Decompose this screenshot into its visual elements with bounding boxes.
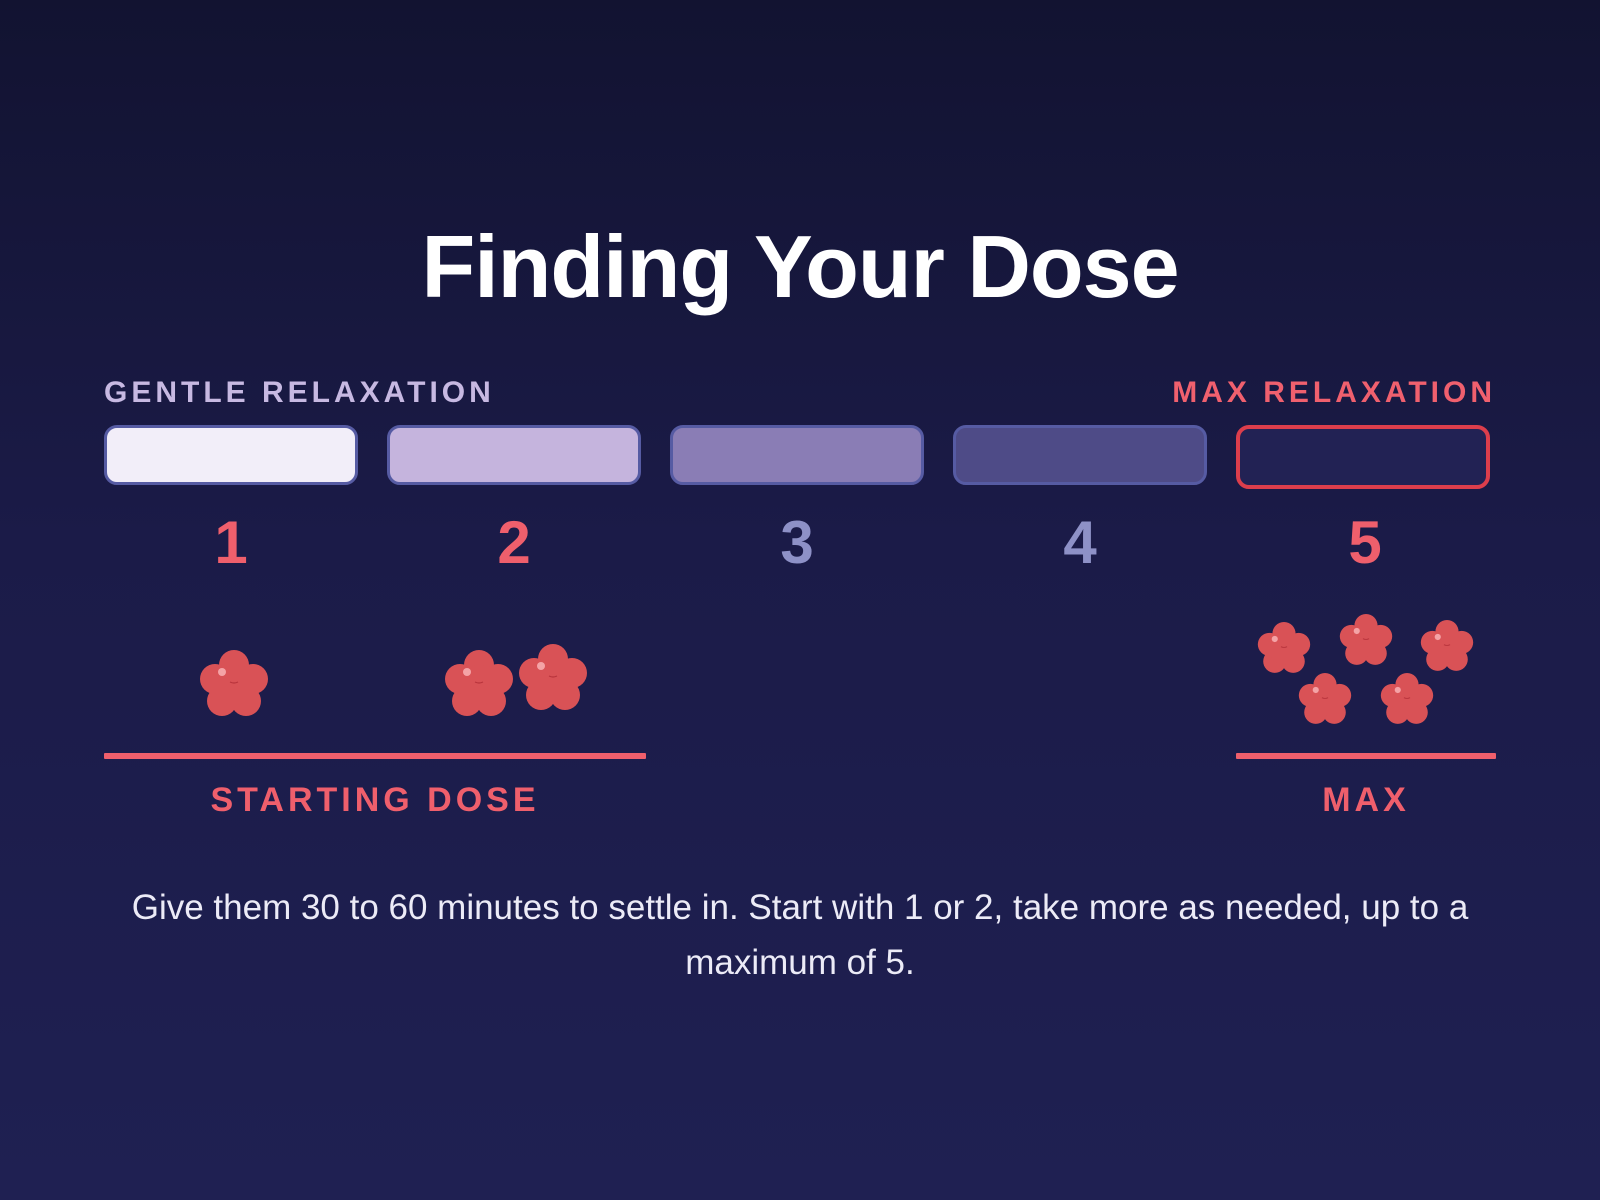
raspberry-gummy-icon (1380, 672, 1434, 725)
dose-segment-5 (1236, 425, 1490, 489)
dose-number-3: 3 (780, 509, 814, 576)
max-dose-label: MAX (1322, 781, 1410, 819)
raspberry-gummy-icon (518, 643, 588, 711)
starting-dose-label: STARTING DOSE (210, 781, 540, 819)
raspberry-gummy-icon (199, 649, 269, 717)
raspberry-gummy-icon (1298, 672, 1352, 725)
dose-segment-4 (953, 425, 1207, 485)
page-title: Finding Your Dose (421, 217, 1179, 316)
raspberry-gummy-icon (1257, 621, 1311, 674)
gentle-relaxation-label: GENTLE RELAXATION (104, 376, 495, 409)
raspberry-gummy-icon (444, 649, 514, 717)
raspberry-gummy-icon (1420, 619, 1474, 672)
max-dose-bracket (1236, 753, 1496, 759)
dosing-note: Give them 30 to 60 minutes to settle in.… (131, 888, 1469, 982)
dose-segment-2 (387, 425, 641, 485)
dose-number-4: 4 (1063, 509, 1097, 576)
raspberry-gummy-icon (1339, 613, 1393, 666)
dose-segment-3 (670, 425, 924, 485)
dose-number-5: 5 (1348, 509, 1382, 576)
dose-number-2: 2 (497, 509, 531, 576)
max-relaxation-label: MAX RELAXATION (1172, 376, 1496, 409)
starting-dose-bracket (104, 753, 646, 759)
dose-number-1: 1 (214, 509, 248, 576)
dose-segment-1 (104, 425, 358, 485)
